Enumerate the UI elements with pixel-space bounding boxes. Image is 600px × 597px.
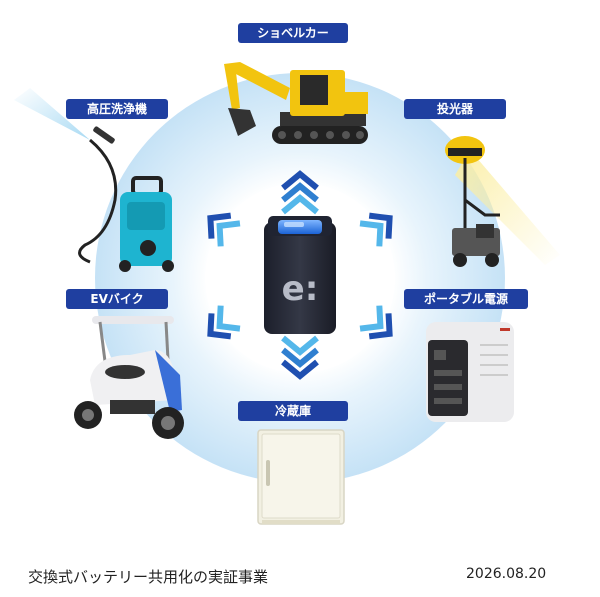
excavator-icon [224, 62, 368, 144]
floodlight-beam [455, 150, 560, 265]
label-floodlight: 投光器 [404, 99, 506, 119]
label-refrigerator: 冷蔵庫 [238, 401, 348, 421]
arrow-upper-left [207, 212, 241, 247]
portable-power-icon [426, 322, 514, 422]
arrow-lower-right [359, 305, 393, 340]
label-ev-bike: EVバイク [66, 289, 168, 309]
arrow-lower-left [207, 305, 241, 340]
pressure-washer-icon [78, 126, 174, 272]
label-portable-power: ポータブル電源 [404, 289, 528, 309]
ev-bike-icon [74, 316, 184, 439]
diagram-date: 2026.08.20 [466, 566, 547, 582]
label-pressure-washer: 高圧洗浄機 [66, 99, 168, 119]
battery-icon: e: [264, 216, 336, 334]
battery-logo: e: [282, 269, 319, 309]
water-spray [14, 88, 90, 140]
arrow-top [281, 170, 319, 215]
floodlight-icon [445, 136, 500, 267]
refrigerator-icon [257, 429, 345, 525]
arrow-upper-right [359, 212, 393, 247]
diagram-title: 交換式バッテリー共用化の実証事業 [28, 568, 269, 586]
arrows-group [207, 170, 393, 380]
arrow-bottom [281, 335, 319, 380]
label-excavator: ショベルカー [238, 23, 348, 43]
